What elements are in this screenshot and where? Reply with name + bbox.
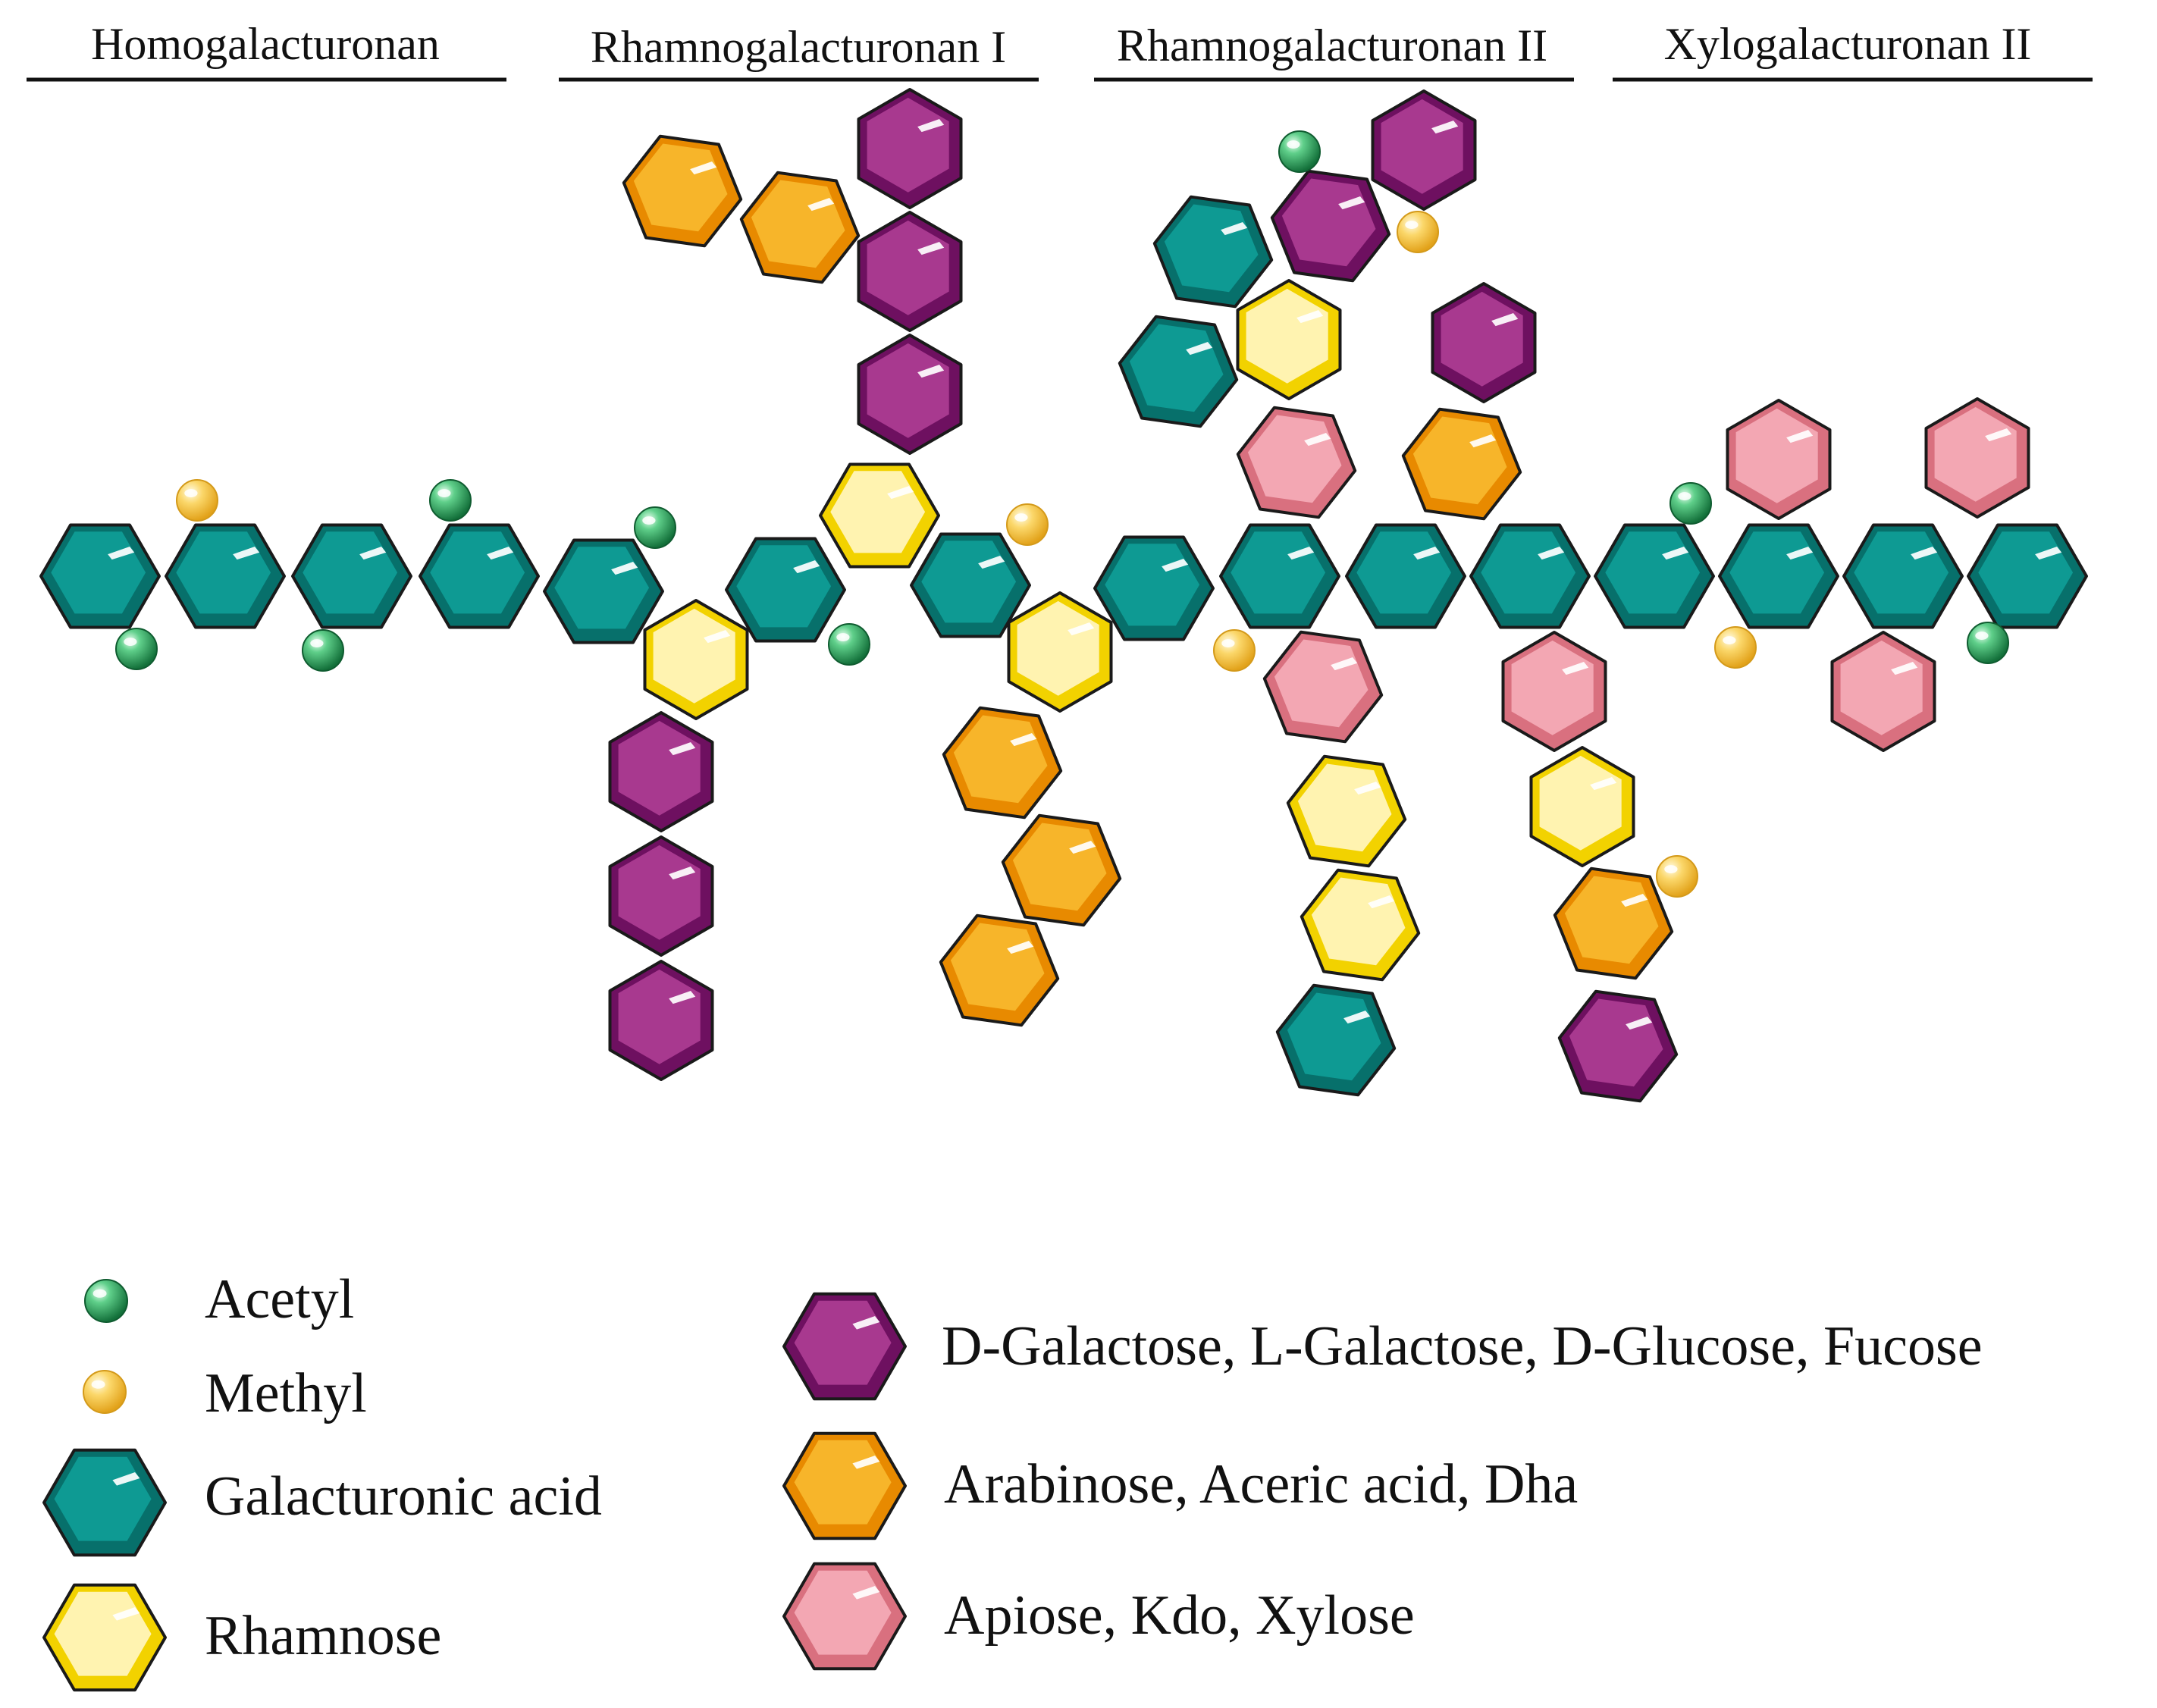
acetyl-ball-icon <box>115 628 158 670</box>
galacturonic-acid-hexagon-icon <box>543 538 664 644</box>
acetyl-ball-icon <box>429 479 472 522</box>
methyl-ball-icon <box>176 479 218 522</box>
pectin-molecule <box>39 88 2088 1103</box>
acetyl-ball-icon <box>1967 622 2009 664</box>
galacturonic-acid-hexagon-icon <box>1219 523 1340 629</box>
rhamnose-hexagon-icon <box>819 462 940 569</box>
arabinose-hexagon-icon <box>942 706 1063 820</box>
methyl-ball-icon <box>1006 503 1049 546</box>
legend-icons <box>42 1279 907 1692</box>
methyl-ball-icon <box>1656 855 1698 898</box>
arabinose-hexagon-icon <box>622 134 743 248</box>
galactose-hexagon-icon <box>857 211 963 332</box>
rhamnose-hexagon-icon <box>1236 279 1342 400</box>
arabinose-hexagon-icon <box>739 171 861 284</box>
section-label-rhamnogalacturonan-i: Rhamnogalacturonan I <box>591 22 1006 72</box>
galactose-hexagon-icon <box>1270 169 1391 283</box>
legend-label-rhamnose: Rhamnose <box>205 1605 441 1667</box>
galacturonic-acid-hexagon-icon <box>1967 523 2088 629</box>
galacturonic-acid-hexagon-icon <box>725 537 846 643</box>
rhamnose-hexagon-icon <box>1529 746 1635 867</box>
apiose-hexagon-icon <box>1830 631 1936 752</box>
rhamnose-hexagon-icon <box>643 599 749 720</box>
apiose-hexagon-icon <box>1726 399 1832 520</box>
section-label-rhamnogalacturonan-ii: Rhamnogalacturonan II <box>1117 20 1547 71</box>
arabinose-hexagon-icon <box>782 1431 907 1540</box>
galacturonic-acid-hexagon-icon <box>1152 195 1274 309</box>
rhamnose-hexagon-icon <box>1286 754 1407 868</box>
methyl-ball-icon <box>1213 629 1256 672</box>
galacturonic-acid-hexagon-icon <box>1469 523 1591 629</box>
section-label-xylogalacturonan-ii: Xylogalacturonan II <box>1664 19 2032 69</box>
galacturonic-acid-hexagon-icon <box>1093 535 1215 641</box>
galacturonic-acid-hexagon-icon <box>1118 315 1239 428</box>
legend-label-apiose-group: Apiose, Kdo, Xylose <box>944 1584 1415 1647</box>
galacturonic-acid-hexagon-icon <box>165 523 286 629</box>
galactose-hexagon-icon <box>608 711 714 832</box>
apiose-hexagon-icon <box>782 1562 907 1671</box>
galacturonic-acid-hexagon-icon <box>1594 523 1715 629</box>
arabinose-hexagon-icon <box>1001 813 1122 927</box>
acetyl-ball-icon <box>1669 482 1712 525</box>
acetyl-ball-icon <box>1278 130 1321 173</box>
acetyl-ball-icon <box>828 623 870 666</box>
apiose-hexagon-icon <box>1924 397 2030 519</box>
acetyl-ball-icon <box>302 629 344 672</box>
rhamnose-hexagon-icon <box>1007 591 1113 713</box>
galactose-hexagon-icon <box>1557 989 1679 1103</box>
galacturonic-acid-hexagon-icon <box>419 523 540 629</box>
legend-label-acetyl: Acetyl <box>205 1268 354 1330</box>
arabinose-hexagon-icon <box>939 914 1060 1027</box>
methyl-ball-icon <box>83 1370 127 1414</box>
rhamnose-hexagon-icon <box>1300 868 1421 982</box>
acetyl-ball-icon <box>634 506 676 549</box>
galactose-hexagon-icon <box>608 835 714 957</box>
methyl-ball-icon <box>1397 211 1439 253</box>
galacturonic-acid-hexagon-icon <box>42 1448 167 1557</box>
legend-label-arabinose-group: Arabinose, Aceric acid, Dha <box>944 1453 1578 1515</box>
apiose-hexagon-icon <box>1236 406 1357 519</box>
galactose-hexagon-icon <box>1431 282 1537 403</box>
legend: Acetyl Methyl Galacturonic acid Rhamnose… <box>42 1268 1983 1692</box>
galacturonic-acid-hexagon-icon <box>291 523 412 629</box>
galactose-hexagon-icon <box>857 334 963 455</box>
acetyl-ball-icon <box>84 1279 128 1323</box>
section-headings: Homogalacturonan Rhamnogalacturonan I Rh… <box>27 19 2093 82</box>
galacturonic-acid-hexagon-icon <box>1718 523 1839 629</box>
galactose-hexagon-icon <box>857 88 963 209</box>
apiose-hexagon-icon <box>1501 631 1607 752</box>
methyl-ball-icon <box>1714 626 1757 669</box>
legend-label-methyl: Methyl <box>205 1362 367 1424</box>
galacturonic-acid-hexagon-icon <box>910 532 1031 638</box>
galacturonic-acid-hexagon-icon <box>1345 523 1466 629</box>
section-label-homogalacturonan: Homogalacturonan <box>91 19 440 69</box>
arabinose-hexagon-icon <box>1553 867 1674 980</box>
galactose-hexagon-icon <box>608 960 714 1081</box>
galacturonic-acid-hexagon-icon <box>39 523 161 629</box>
galacturonic-acid-hexagon-icon <box>1842 523 1964 629</box>
galactose-hexagon-icon <box>1371 89 1477 211</box>
galactose-hexagon-icon <box>782 1292 907 1401</box>
galacturonic-acid-hexagon-icon <box>1275 983 1397 1097</box>
arabinose-hexagon-icon <box>1401 407 1522 521</box>
apiose-hexagon-icon <box>1262 630 1384 744</box>
legend-label-galactose-group: D-Galactose, L-Galactose, D-Glucose, Fuc… <box>942 1315 1983 1377</box>
legend-label-galacturonic-acid: Galacturonic acid <box>205 1465 602 1528</box>
rhamnose-hexagon-icon <box>42 1583 167 1692</box>
